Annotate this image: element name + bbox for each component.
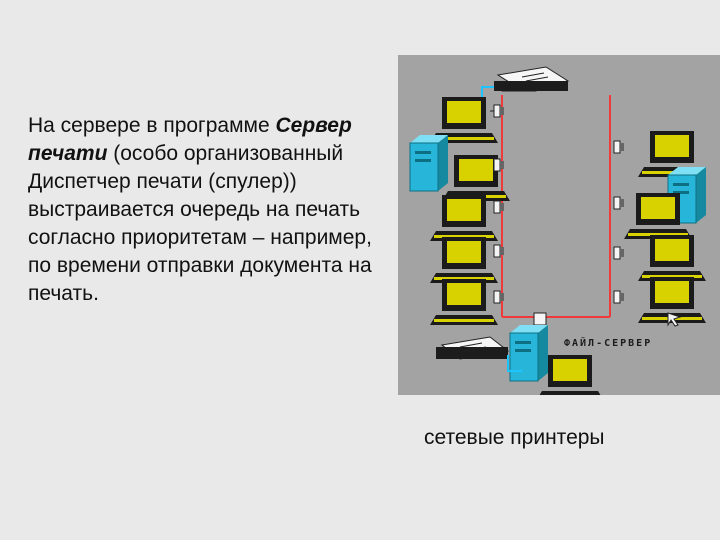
caption-network-printers: сетевые принтеры (424, 426, 605, 449)
server-printer-link (507, 355, 522, 372)
left-workstations (409, 97, 510, 325)
network-printer-top (494, 66, 570, 92)
pointer-arrow-icon (667, 312, 682, 327)
network-cable (501, 95, 611, 318)
network-diagram: ФАЙЛ-СЕРВЕР (398, 55, 720, 401)
right-workstations (613, 131, 707, 323)
text-emphasis-print-server: Сервер печати (28, 114, 352, 165)
file-server-label: ФАЙЛ-СЕРВЕР (564, 336, 652, 349)
slide-text: На сервере в программе Сервер печати (ос… (28, 112, 373, 308)
text-part-2: (особо организованный Диспетчер печати (… (28, 142, 372, 305)
file-server: ФАЙЛ-СЕРВЕР (509, 312, 652, 401)
network-diagram-svg: ФАЙЛ-СЕРВЕР (409, 66, 707, 401)
network-printer-bottom (436, 336, 510, 360)
text-part-1: На сервере в программе (28, 114, 270, 137)
